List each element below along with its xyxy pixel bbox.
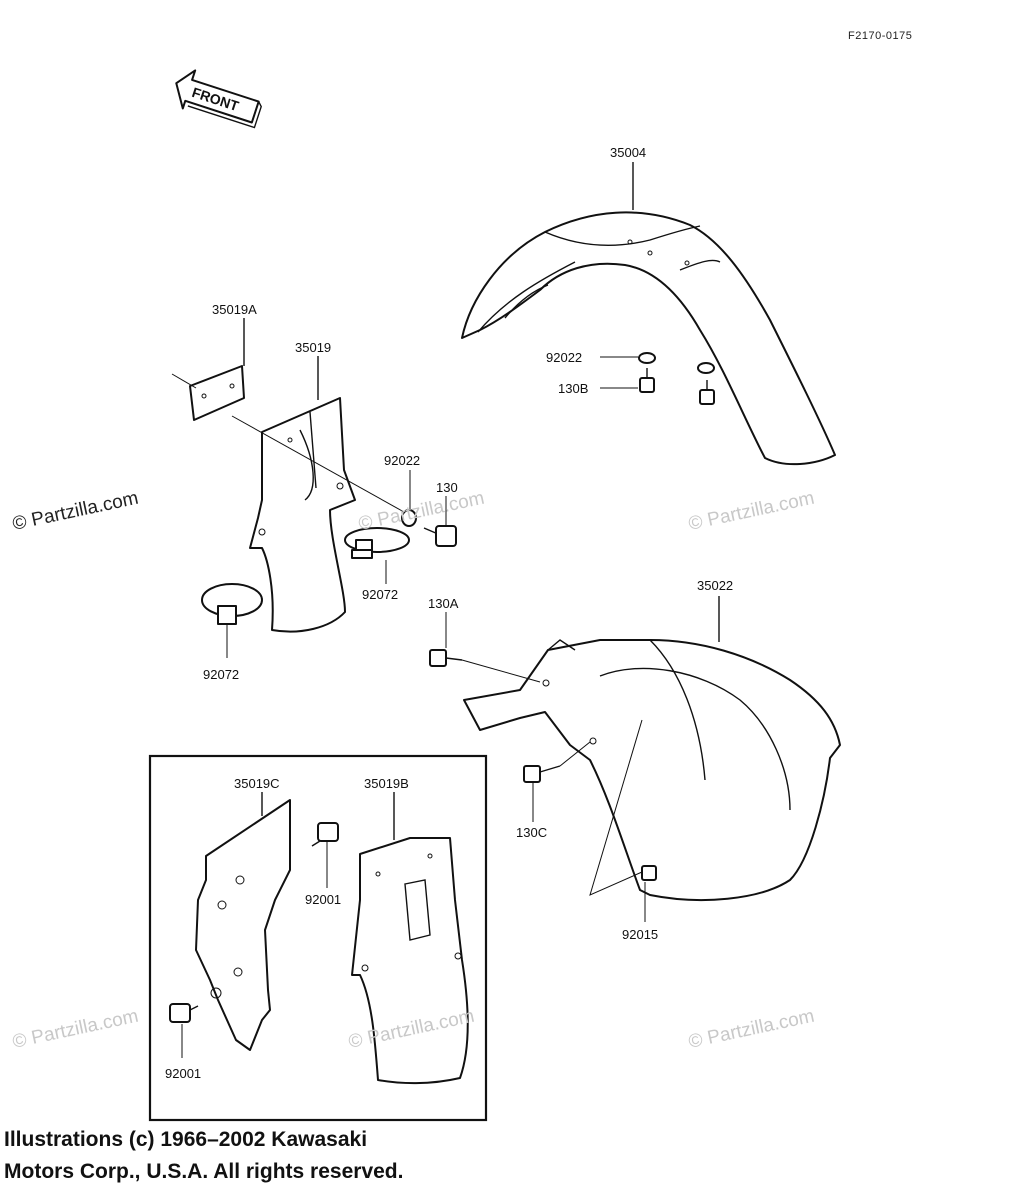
label-130B: 130B (558, 381, 588, 396)
guard-35019 (249, 397, 356, 633)
guard-35019C (195, 799, 291, 1051)
label-130A: 130A (428, 596, 459, 611)
label-130C: 130C (516, 825, 547, 840)
label-92022-top: 92022 (546, 350, 582, 365)
label-35004: 35004 (610, 145, 646, 160)
bolt-130B (639, 368, 715, 405)
assembly-line (231, 415, 405, 513)
reference-code: F2170-0175 (848, 30, 912, 42)
watermark-3: © Partzilla.com (11, 1006, 141, 1053)
label-92022-mid: 92022 (384, 453, 420, 468)
washer-92022-mid (401, 509, 417, 527)
front-arrow-icon: FRONT (175, 69, 262, 129)
label-35019: 35019 (295, 340, 331, 355)
watermark-2: © Partzilla.com (687, 488, 817, 535)
optional-parts-box (148, 754, 488, 1122)
label-92072-left: 92072 (203, 667, 239, 682)
bolt-130C (523, 765, 561, 783)
label-35019C: 35019C (234, 776, 280, 791)
guard-35019B (351, 837, 469, 1085)
label-92001-left: 92001 (165, 1066, 201, 1081)
copyright-line-2: Motors Corp., U.S.A. All rights reserved… (4, 1160, 404, 1183)
watermark-5: © Partzilla.com (687, 1006, 817, 1053)
bolt-92001-left (169, 1003, 199, 1023)
watermark-dark: © Partzilla.com (11, 488, 141, 535)
assembly-triangle (589, 719, 643, 896)
clamp-92072-left (201, 583, 263, 625)
label-35022: 35022 (697, 578, 733, 593)
plate-35019A (171, 365, 245, 421)
bolt-130A (429, 649, 463, 667)
assembly-line-130A (461, 659, 541, 683)
label-35019A: 35019A (212, 302, 257, 317)
copyright-line-1: Illustrations (c) 1966–2002 Kawasaki (4, 1128, 368, 1151)
nut-92015 (641, 865, 657, 881)
bolt-92001-right (311, 822, 339, 847)
label-130: 130 (436, 480, 458, 495)
watermark-1: © Partzilla.com (357, 488, 487, 535)
bolt-130 (423, 525, 457, 547)
washer-92022-top (638, 352, 715, 374)
label-92001-right: 92001 (305, 892, 341, 907)
label-35019B: 35019B (364, 776, 409, 791)
label-92015: 92015 (622, 927, 658, 942)
clamp-92072-right (344, 527, 410, 559)
assembly-line-130C (559, 741, 591, 767)
label-92072-right: 92072 (362, 587, 398, 602)
front-fender-35004 (461, 211, 836, 466)
rear-fender-35022 (463, 639, 841, 901)
